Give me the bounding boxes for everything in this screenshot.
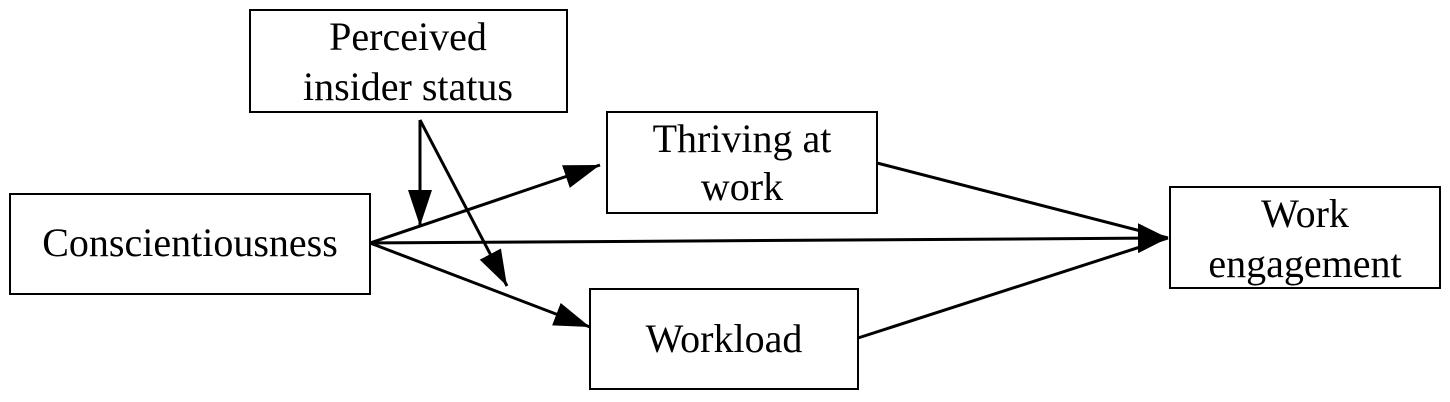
edge-workload-to-work-engagement <box>857 236 1169 340</box>
node-label-line-1: Work <box>1261 191 1349 236</box>
node-label-line-1: Perceived <box>329 14 487 59</box>
node-box <box>589 288 859 390</box>
node-perceived-insider-status: Perceived insider status <box>249 9 568 113</box>
edges <box>369 119 1169 340</box>
edge-insider-status-moderation-workload <box>418 119 509 287</box>
node-conscientiousness: Conscientiousness <box>9 193 371 295</box>
node-label-line-1: Workload <box>646 316 803 361</box>
edge-thriving-to-work-engagement <box>876 161 1169 240</box>
node-label-line-2: engagement <box>1208 241 1401 286</box>
node-thriving-at-work: Thriving at work <box>606 111 878 214</box>
node-box <box>1169 186 1441 289</box>
node-work-engagement: Work engagement <box>1169 186 1441 289</box>
node-label-line-1: Thriving at <box>653 116 832 161</box>
edge-conscientiousness-to-thriving <box>369 163 601 245</box>
node-box <box>606 111 878 214</box>
edge-conscientiousness-to-workload <box>369 241 591 329</box>
node-box <box>249 9 568 113</box>
node-workload: Workload <box>589 288 859 390</box>
edge-conscientiousness-to-work-engagement <box>369 223 1169 254</box>
node-label-line-2: insider status <box>303 64 513 109</box>
node-label-line-2: work <box>701 164 783 209</box>
node-label-line-1: Conscientiousness <box>42 220 338 265</box>
node-box <box>9 193 371 295</box>
